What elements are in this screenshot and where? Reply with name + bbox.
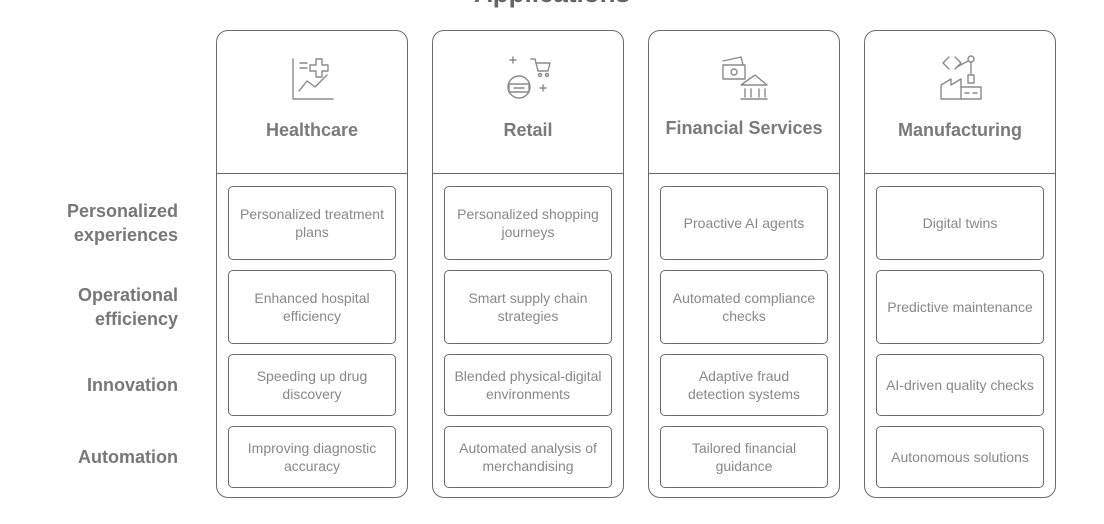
cell: Blended physical-digital environments	[444, 354, 612, 416]
column-header: Manufacturing	[865, 31, 1055, 174]
column-retail: Retail Personalized shopping journeys Sm…	[432, 30, 624, 498]
diagram-title: Applications	[0, 0, 1104, 8]
column-manufacturing: Manufacturing Digital twins Predictive m…	[864, 30, 1056, 498]
cell: Enhanced hospital efficiency	[228, 270, 396, 344]
cell: Automated compliance checks	[660, 270, 828, 344]
column-title: Retail	[503, 120, 553, 140]
column-healthcare: Healthcare Personalized treatment plans …	[216, 30, 408, 498]
cell: AI-driven quality checks	[876, 354, 1044, 416]
row-label-automation: Automation	[78, 447, 178, 467]
cell: Digital twins	[876, 186, 1044, 260]
row-label-operational: Operational efficiency	[77, 285, 178, 329]
cell: Tailored financial guidance	[660, 426, 828, 488]
column-title: Financial Services	[665, 118, 823, 138]
column-header: Financial Services	[649, 31, 839, 174]
cell: Speeding up drug discovery	[228, 354, 396, 416]
health-chart-icon	[292, 58, 334, 100]
cell: Personalized treatment plans	[228, 186, 396, 260]
column-header: Retail	[433, 31, 623, 174]
bank-money-icon	[722, 56, 768, 100]
cell: Automated analysis of merchandising	[444, 426, 612, 488]
column-header: Healthcare	[217, 31, 407, 174]
cell: Personalized shopping journeys	[444, 186, 612, 260]
row-label-personalized: Personalized experiences	[66, 201, 178, 245]
cell: Autonomous solutions	[876, 426, 1044, 488]
cell: Proactive AI agents	[660, 186, 828, 260]
cell: Smart supply chain strategies	[444, 270, 612, 344]
factory-robot-arm-icon	[940, 55, 982, 100]
cell: Improving diagnostic accuracy	[228, 426, 396, 488]
cell: Predictive maintenance	[876, 270, 1044, 344]
row-label-innovation: Innovation	[87, 375, 178, 395]
vr-shopping-cart-icon	[507, 56, 551, 99]
column-financial-services: Financial Services Proactive AI agents A…	[648, 30, 840, 498]
column-title: Healthcare	[265, 120, 359, 140]
column-title: Manufacturing	[898, 120, 1022, 140]
cell: Adaptive fraud detection systems	[660, 354, 828, 416]
